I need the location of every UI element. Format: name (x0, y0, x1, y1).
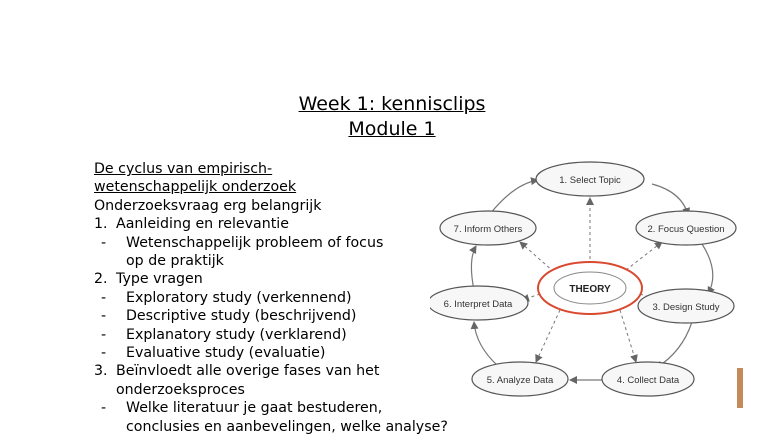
list-item-1-text: Aanleiding en relevantie (116, 216, 289, 233)
list-item-3-text: Beïnvloedt alle overige fases van het (116, 363, 380, 380)
list-item-3: 3. Beïnvloedt alle overige fases van het (94, 362, 494, 380)
node-analyze-data-label: 5. Analyze Data (487, 375, 554, 386)
theory-arrow-7 (519, 241, 555, 273)
title-line-2: Module 1 (348, 118, 436, 140)
theory-node: THEORY (537, 261, 643, 315)
arrow-5-to-6 (470, 321, 499, 367)
sub-item-2-2-text: Descriptive study (beschrijvend) (126, 308, 357, 325)
theory-arrow-4 (619, 309, 638, 363)
sub-item-2-1-text: Exploratory study (verkennend) (126, 289, 352, 306)
arrow-6-to-7 (469, 245, 477, 291)
arrow-7-to-1 (489, 177, 539, 215)
sub-item-1-1-text: Wetenschappelijk probleem of focus (126, 234, 384, 251)
theory-label: THEORY (569, 284, 611, 295)
list-number-2: 2. (94, 271, 108, 288)
slide-body: De cyclus van empirisch- wetenschappelij… (94, 160, 494, 436)
node-inform-others-label: 7. Inform Others (454, 224, 523, 235)
node-design-study-label: 3. Design Study (652, 302, 719, 313)
node-select-topic: 1. Select Topic (535, 161, 645, 197)
sub-item-1-1-continued: op de praktijk (126, 253, 224, 270)
node-collect-data: 4. Collect Data (601, 361, 695, 397)
cycle-nodes: 1. Select Topic 2. Focus Question 3. Des… (427, 161, 737, 397)
bullet-dash: - (101, 400, 107, 417)
list-item-2: 2. Type vragen (94, 270, 494, 288)
sub-item-1-1: - Wetenschappelijk probleem of focus (94, 234, 494, 252)
arrow-2-to-3 (701, 243, 715, 295)
list-number-3: 3. (94, 363, 108, 380)
sub-item-2-2: - Descriptive study (beschrijvend) (94, 307, 494, 325)
sub-item-2-3-text: Explanatory study (verklarend) (126, 326, 347, 343)
theory-arrows (519, 197, 663, 363)
arrow-1-to-2 (651, 183, 691, 216)
node-collect-data-label: 4. Collect Data (617, 375, 680, 386)
sub-item-3-1-text: Welke literatuur je gaat bestuderen, (126, 400, 383, 417)
bullet-dash: - (101, 234, 107, 251)
node-select-topic-label: 1. Select Topic (559, 175, 621, 186)
bullet-dash: - (101, 345, 107, 362)
node-interpret-data: 6. Interpret Data (427, 285, 529, 321)
theory-arrow-2 (625, 241, 663, 271)
slide-title: Week 1: kennisclips Module 1 (0, 92, 784, 142)
sub-item-3-1: - Welke literatuur je gaat bestuderen, (94, 399, 494, 417)
list-item-2-text: Type vragen (116, 271, 203, 288)
research-cycle-diagram: THEORY 1. Select Topic 2. Focus Question… (427, 160, 740, 414)
list-item-1: 1. Aanleiding en relevantie (94, 215, 494, 233)
sub-item-2-3: - Explanatory study (verklarend) (94, 326, 494, 344)
research-cycle-svg: THEORY 1. Select Topic 2. Focus Question… (427, 161, 737, 397)
heading-line-1: De cyclus van empirisch- (94, 161, 273, 177)
node-focus-question-label: 2. Focus Question (647, 224, 724, 235)
decorative-edge-bar (737, 368, 743, 408)
sub-item-2-4-text: Evaluative study (evaluatie) (126, 345, 326, 362)
intro-text: Onderzoeksvraag erg belangrijk (94, 197, 322, 214)
node-interpret-data-label: 6. Interpret Data (444, 299, 513, 310)
heading-line-2: wetenschappelijk onderzoek (94, 179, 297, 196)
list-item-3-continued: onderzoeksproces (116, 381, 245, 398)
arrow-3-to-4 (655, 321, 693, 369)
bullet-dash: - (101, 326, 107, 343)
theory-arrow-5 (535, 309, 561, 363)
bullet-dash: - (101, 308, 107, 325)
node-focus-question: 2. Focus Question (635, 210, 737, 246)
sub-item-2-4: - Evaluative study (evaluatie) (94, 344, 494, 362)
list-number-1: 1. (94, 216, 108, 233)
node-analyze-data: 5. Analyze Data (471, 361, 569, 397)
node-inform-others: 7. Inform Others (439, 210, 537, 246)
node-design-study: 3. Design Study (637, 288, 735, 324)
sub-item-3-1-continued: conclusies en aanbevelingen, welke analy… (126, 418, 448, 435)
bullet-dash: - (101, 289, 107, 306)
sub-item-2-1: - Exploratory study (verkennend) (94, 289, 494, 307)
title-line-1: Week 1: kennisclips (298, 93, 486, 115)
